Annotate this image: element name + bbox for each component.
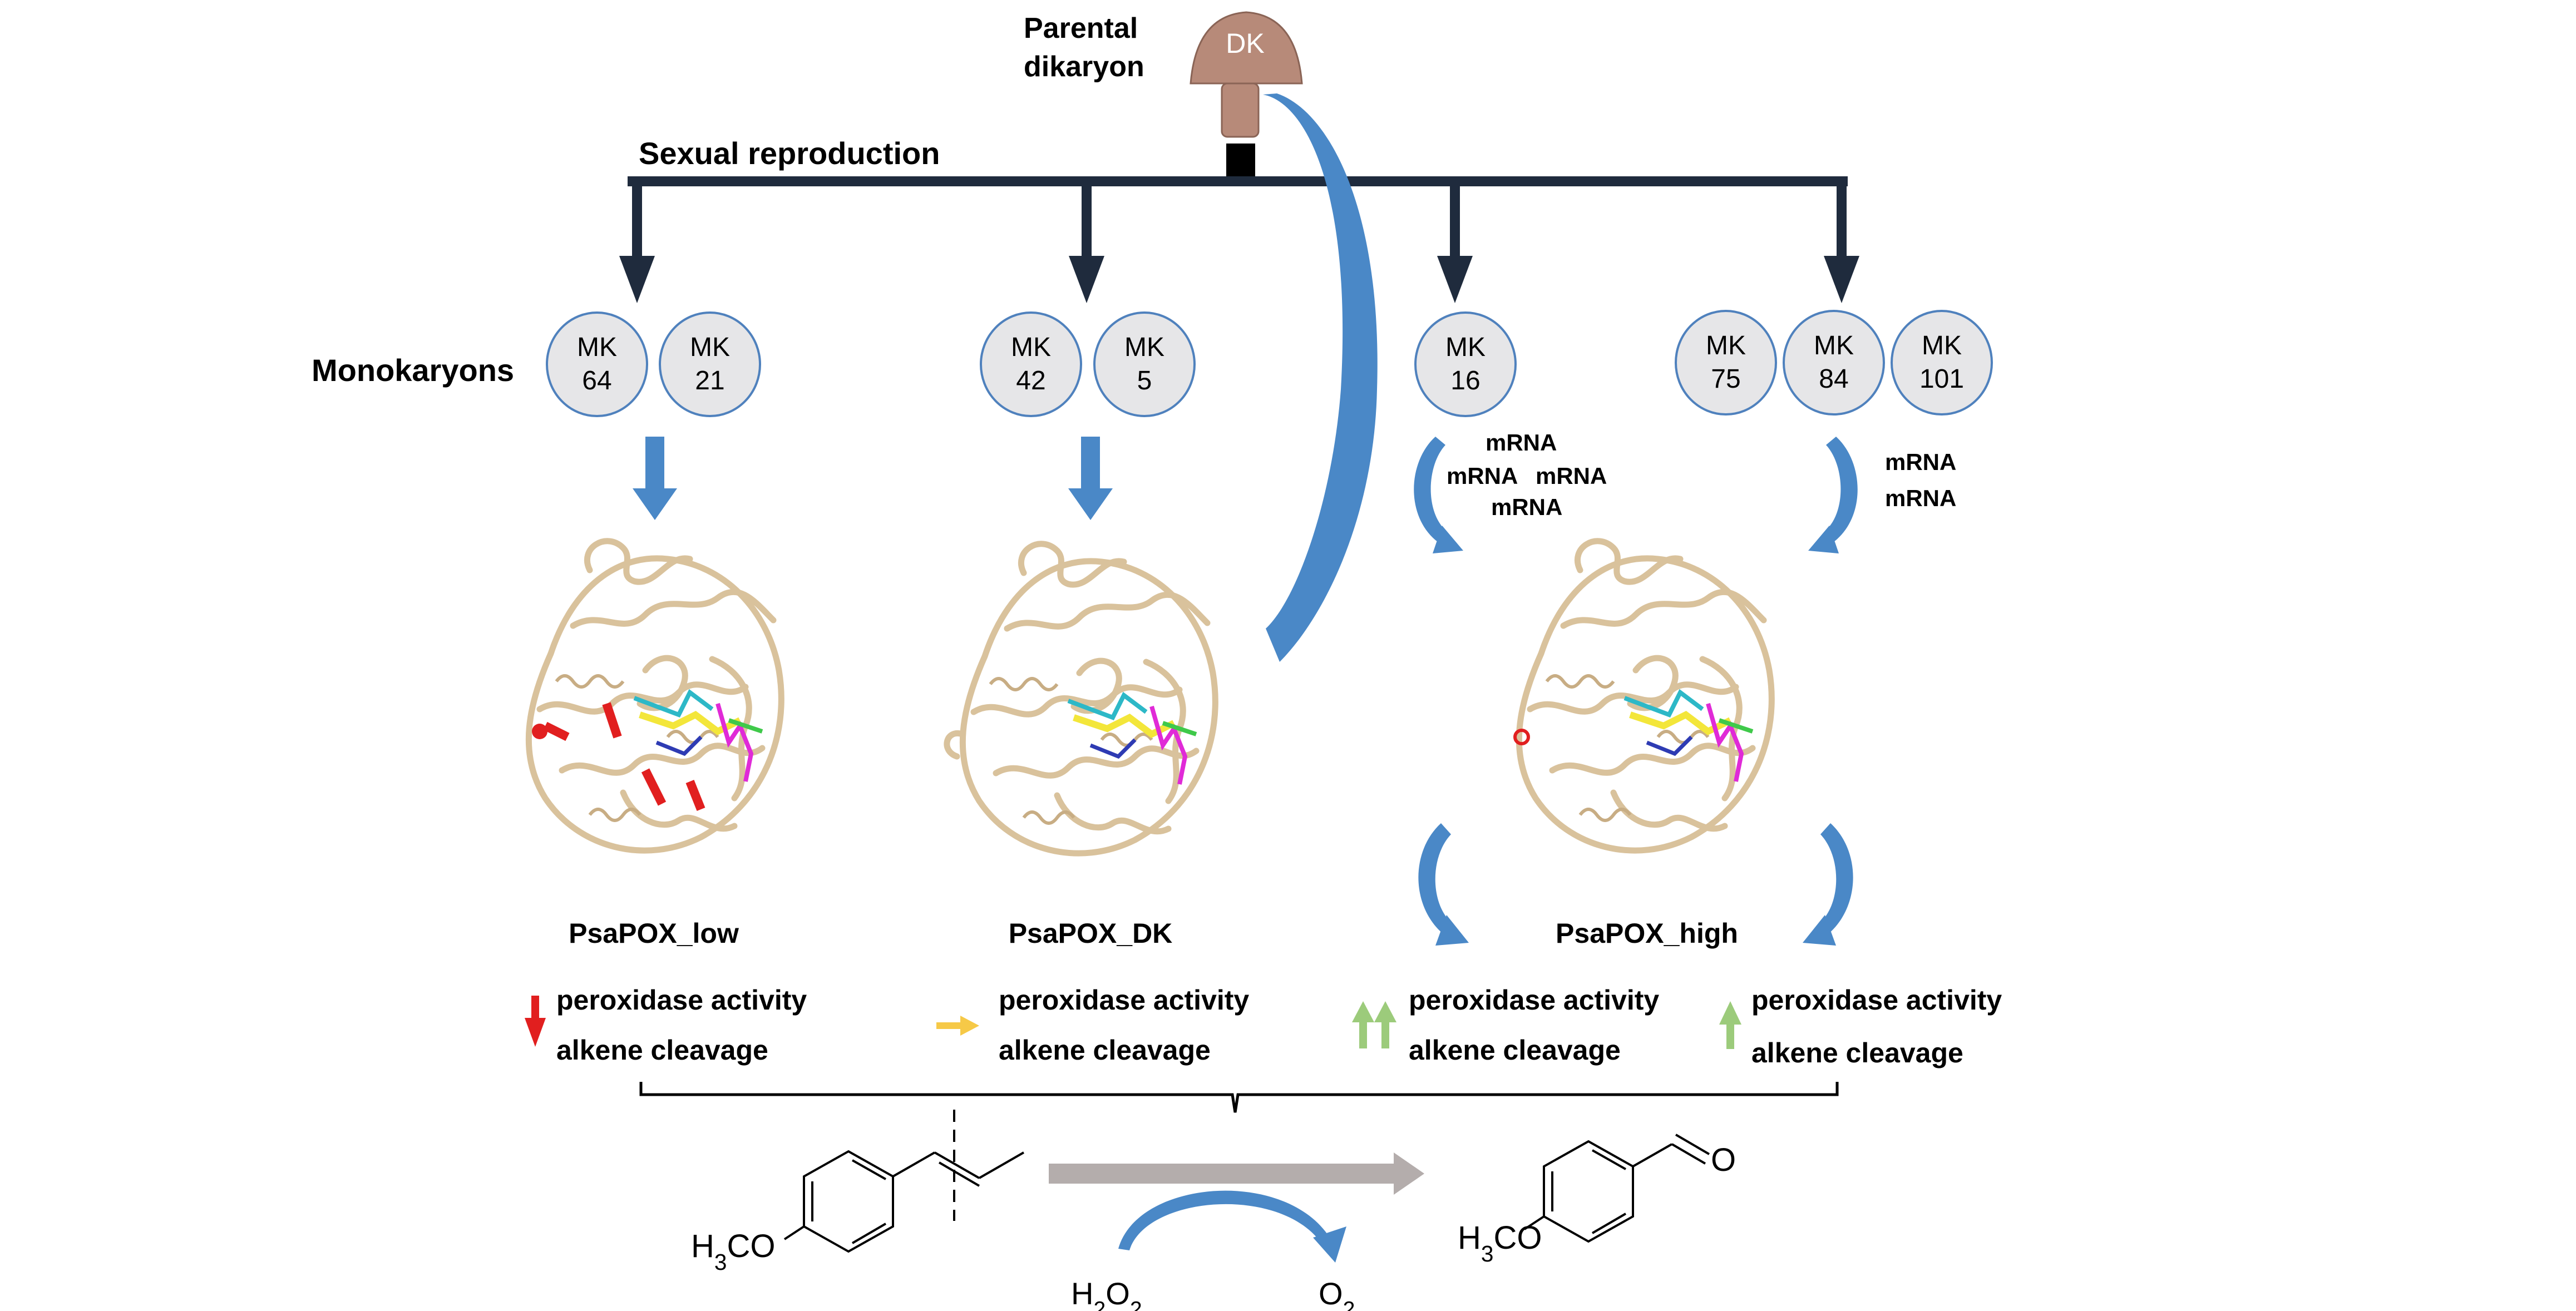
monokaryon-group-4: MK 75 MK 84 MK 101 <box>1675 310 1993 415</box>
activity-3-line2: alkene cleavage <box>1409 1035 1621 1066</box>
svg-text:16: 16 <box>1450 366 1480 395</box>
product-structure <box>1523 1134 1710 1243</box>
monokaryon-cell: MK 84 <box>1783 310 1885 415</box>
curve-arrow-high-right <box>1803 823 1853 946</box>
lineage-tree <box>628 176 1848 186</box>
monokaryon-group-2: MK 42 MK 5 <box>980 311 1196 417</box>
activity-4-line1: peroxidase activity <box>1751 985 2002 1016</box>
svg-text:MK: MK <box>1445 333 1486 362</box>
drop-arrow-2 <box>1069 186 1104 303</box>
svg-text:101: 101 <box>1919 364 1964 394</box>
svg-text:21: 21 <box>695 366 724 395</box>
cosubstrate-arrow <box>1118 1190 1346 1263</box>
svg-text:MK: MK <box>1814 331 1854 360</box>
protein-name-low: PsaPOX_low <box>569 918 739 949</box>
drop-arrows <box>619 186 1859 303</box>
svg-text:64: 64 <box>582 366 611 395</box>
parental-label-line2: dikaryon <box>1024 51 1144 83</box>
svg-text:MK: MK <box>577 333 617 362</box>
red-down-arrow-icon <box>525 996 546 1047</box>
activity-1-line2: alkene cleavage <box>556 1035 768 1066</box>
monokaryon-cell: MK 64 <box>546 311 648 417</box>
svg-text:MK: MK <box>1011 333 1051 362</box>
monokaryon-group-1: MK 64 MK 21 <box>546 311 761 417</box>
expression-arrow-1 <box>633 437 677 520</box>
sexual-reproduction-label: Sexual reproduction <box>639 136 940 171</box>
double-green-up-arrow-icon <box>1352 1001 1396 1048</box>
svg-text:MK: MK <box>690 333 730 362</box>
svg-text:84: 84 <box>1819 364 1848 394</box>
activity-2-line1: peroxidase activity <box>999 985 1249 1016</box>
drop-arrow-4 <box>1824 186 1859 303</box>
mrna-label: mRNA <box>1885 449 1956 475</box>
protein-name-dk: PsaPOX_DK <box>1009 918 1173 949</box>
svg-text:75: 75 <box>1711 364 1740 394</box>
reaction-arrow <box>1049 1152 1424 1195</box>
monokaryon-cell: MK 75 <box>1675 310 1777 415</box>
svg-text:MK: MK <box>1706 331 1746 360</box>
mrna-label: mRNA <box>1491 494 1562 520</box>
monokaryon-cell: MK 42 <box>980 311 1082 417</box>
grouping-brace <box>639 1082 1839 1113</box>
mrna-label: mRNA <box>1486 429 1557 456</box>
svg-text:MK: MK <box>1124 333 1164 362</box>
substrate-methoxy-label: H3CO <box>691 1228 775 1275</box>
cosubstrate-label: H2O2 <box>1071 1276 1142 1311</box>
mrna-label: mRNA <box>1447 463 1518 489</box>
dk-curved-arrow <box>1263 93 1378 662</box>
monokaryon-cell: MK 16 <box>1414 311 1517 417</box>
mrna-curve-right <box>1808 437 1858 553</box>
svg-text:MK: MK <box>1922 331 1962 360</box>
coproduct-label: O2 <box>1319 1276 1355 1311</box>
mrna-label: mRNA <box>1885 485 1956 511</box>
protein-name-high: PsaPOX_high <box>1556 918 1738 949</box>
mushroom-label: DK <box>1226 28 1264 59</box>
activity-4-line2: alkene cleavage <box>1751 1037 1963 1068</box>
mrna-label: mRNA <box>1536 463 1607 489</box>
parental-dikaryon-mushroom: DK <box>1190 11 1303 138</box>
activity-3-line1: peroxidase activity <box>1409 985 1659 1016</box>
yellow-right-arrow-icon <box>936 1016 979 1036</box>
curve-arrow-high-left <box>1418 823 1469 946</box>
monokaryons-label: Monokaryons <box>312 353 514 388</box>
protein-structure-dk <box>944 541 1218 857</box>
svg-text:42: 42 <box>1016 366 1045 395</box>
expression-arrow-2 <box>1068 437 1113 520</box>
monokaryon-cell: MK 101 <box>1891 310 1993 415</box>
substrate-structure <box>783 1110 1024 1253</box>
stem-connector <box>1226 144 1255 178</box>
monokaryon-cell: MK 21 <box>659 311 761 417</box>
activity-1-line1: peroxidase activity <box>556 985 807 1016</box>
protein-structure-high <box>1513 538 1775 854</box>
trunk-bar <box>628 176 1848 186</box>
monokaryon-group-3: MK 16 <box>1414 311 1517 417</box>
product-methoxy-label: H3CO <box>1458 1220 1542 1267</box>
drop-arrow-3 <box>1437 186 1473 303</box>
drop-arrow-1 <box>619 186 655 303</box>
activity-2-line2: alkene cleavage <box>999 1035 1211 1066</box>
svg-text:5: 5 <box>1137 366 1152 395</box>
monokaryon-cell: MK 5 <box>1093 311 1196 417</box>
protein-structure-low <box>525 538 784 854</box>
green-up-arrow-icon <box>1719 1001 1741 1049</box>
product-oxygen-label: O <box>1711 1142 1736 1178</box>
mrna-curve-left <box>1414 437 1463 553</box>
parental-label-line1: Parental <box>1024 12 1138 44</box>
